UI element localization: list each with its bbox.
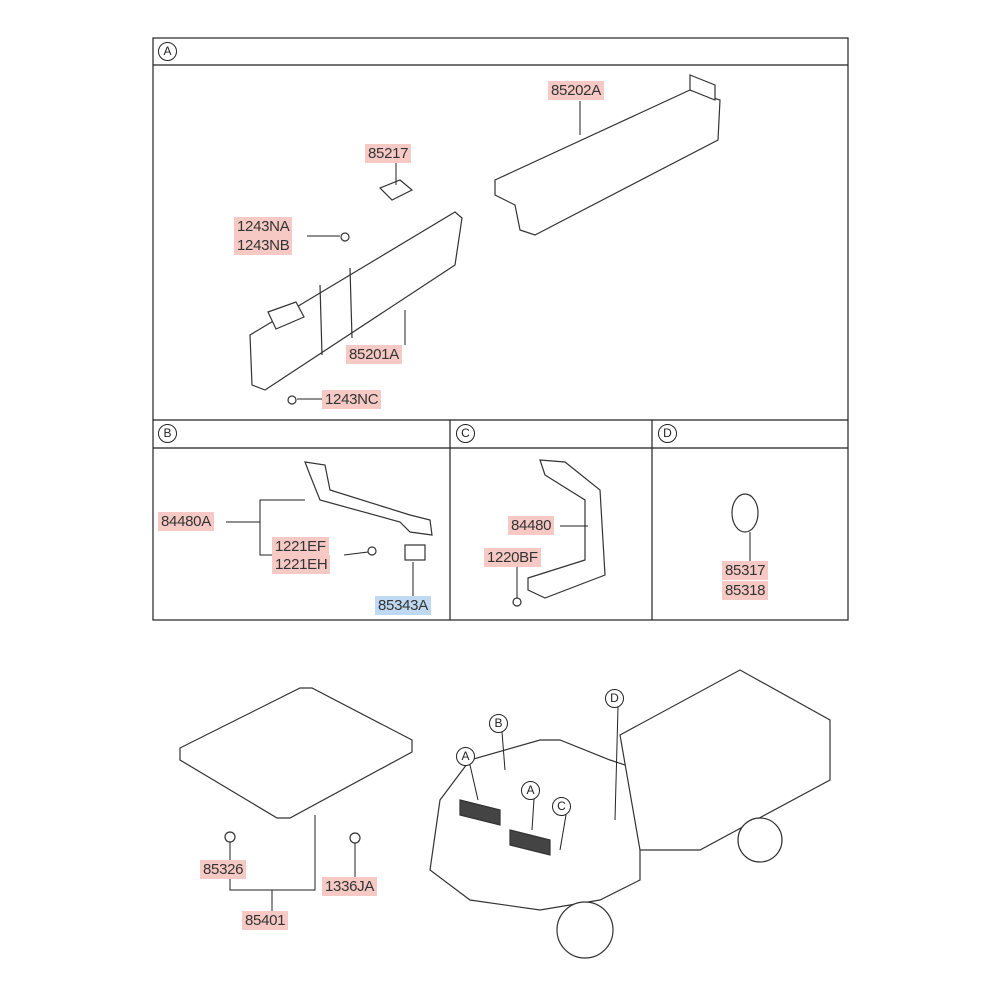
parts-frame — [152, 37, 849, 621]
section-marker-b: B — [158, 424, 177, 443]
part-label[interactable]: 1221EF — [272, 537, 329, 556]
part-label[interactable]: 85202A — [548, 81, 604, 100]
truck-bed — [619, 669, 831, 851]
sunroof-panel — [179, 687, 413, 819]
truck-marker-a2: A — [521, 781, 540, 800]
part-label[interactable]: 85217 — [365, 144, 412, 163]
truck-wheel-rear — [737, 817, 783, 863]
cap-85343a — [404, 544, 426, 561]
section-marker-d: D — [658, 424, 677, 443]
sun-visor-right — [494, 89, 721, 236]
part-label[interactable]: 85317 — [722, 561, 769, 580]
part-label-selected[interactable]: 85343A — [375, 596, 431, 615]
assist-handle-b — [304, 461, 433, 536]
truck-wheel-front — [556, 901, 614, 959]
part-label[interactable]: 1243NB — [234, 236, 293, 255]
part-label[interactable]: 84480 — [508, 516, 555, 535]
part-label[interactable]: 85201A — [346, 345, 402, 364]
truck-marker-a: A — [456, 747, 475, 766]
truck-marker-c: C — [552, 797, 571, 816]
part-label[interactable]: 85326 — [200, 860, 247, 879]
sun-visor-left — [249, 211, 463, 391]
part-label[interactable]: 85318 — [722, 581, 769, 600]
part-label[interactable]: 1243NA — [234, 217, 293, 236]
part-label[interactable]: 85401 — [242, 911, 289, 930]
truck-marker-d: D — [605, 689, 624, 708]
mirror-85317 — [731, 493, 759, 533]
part-label[interactable]: 1336JA — [322, 877, 378, 896]
section-marker-c: C — [456, 424, 475, 443]
visor-bracket — [689, 74, 716, 101]
section-marker-a: A — [158, 42, 177, 61]
visor-clip — [378, 179, 414, 201]
part-label[interactable]: 1220BF — [484, 548, 541, 567]
part-label[interactable]: 1243NC — [322, 390, 382, 409]
part-label[interactable]: 1221EH — [272, 555, 331, 574]
truck-marker-b: B — [489, 714, 508, 733]
part-label[interactable]: 84480A — [158, 512, 214, 531]
assist-handle-c — [527, 459, 606, 599]
